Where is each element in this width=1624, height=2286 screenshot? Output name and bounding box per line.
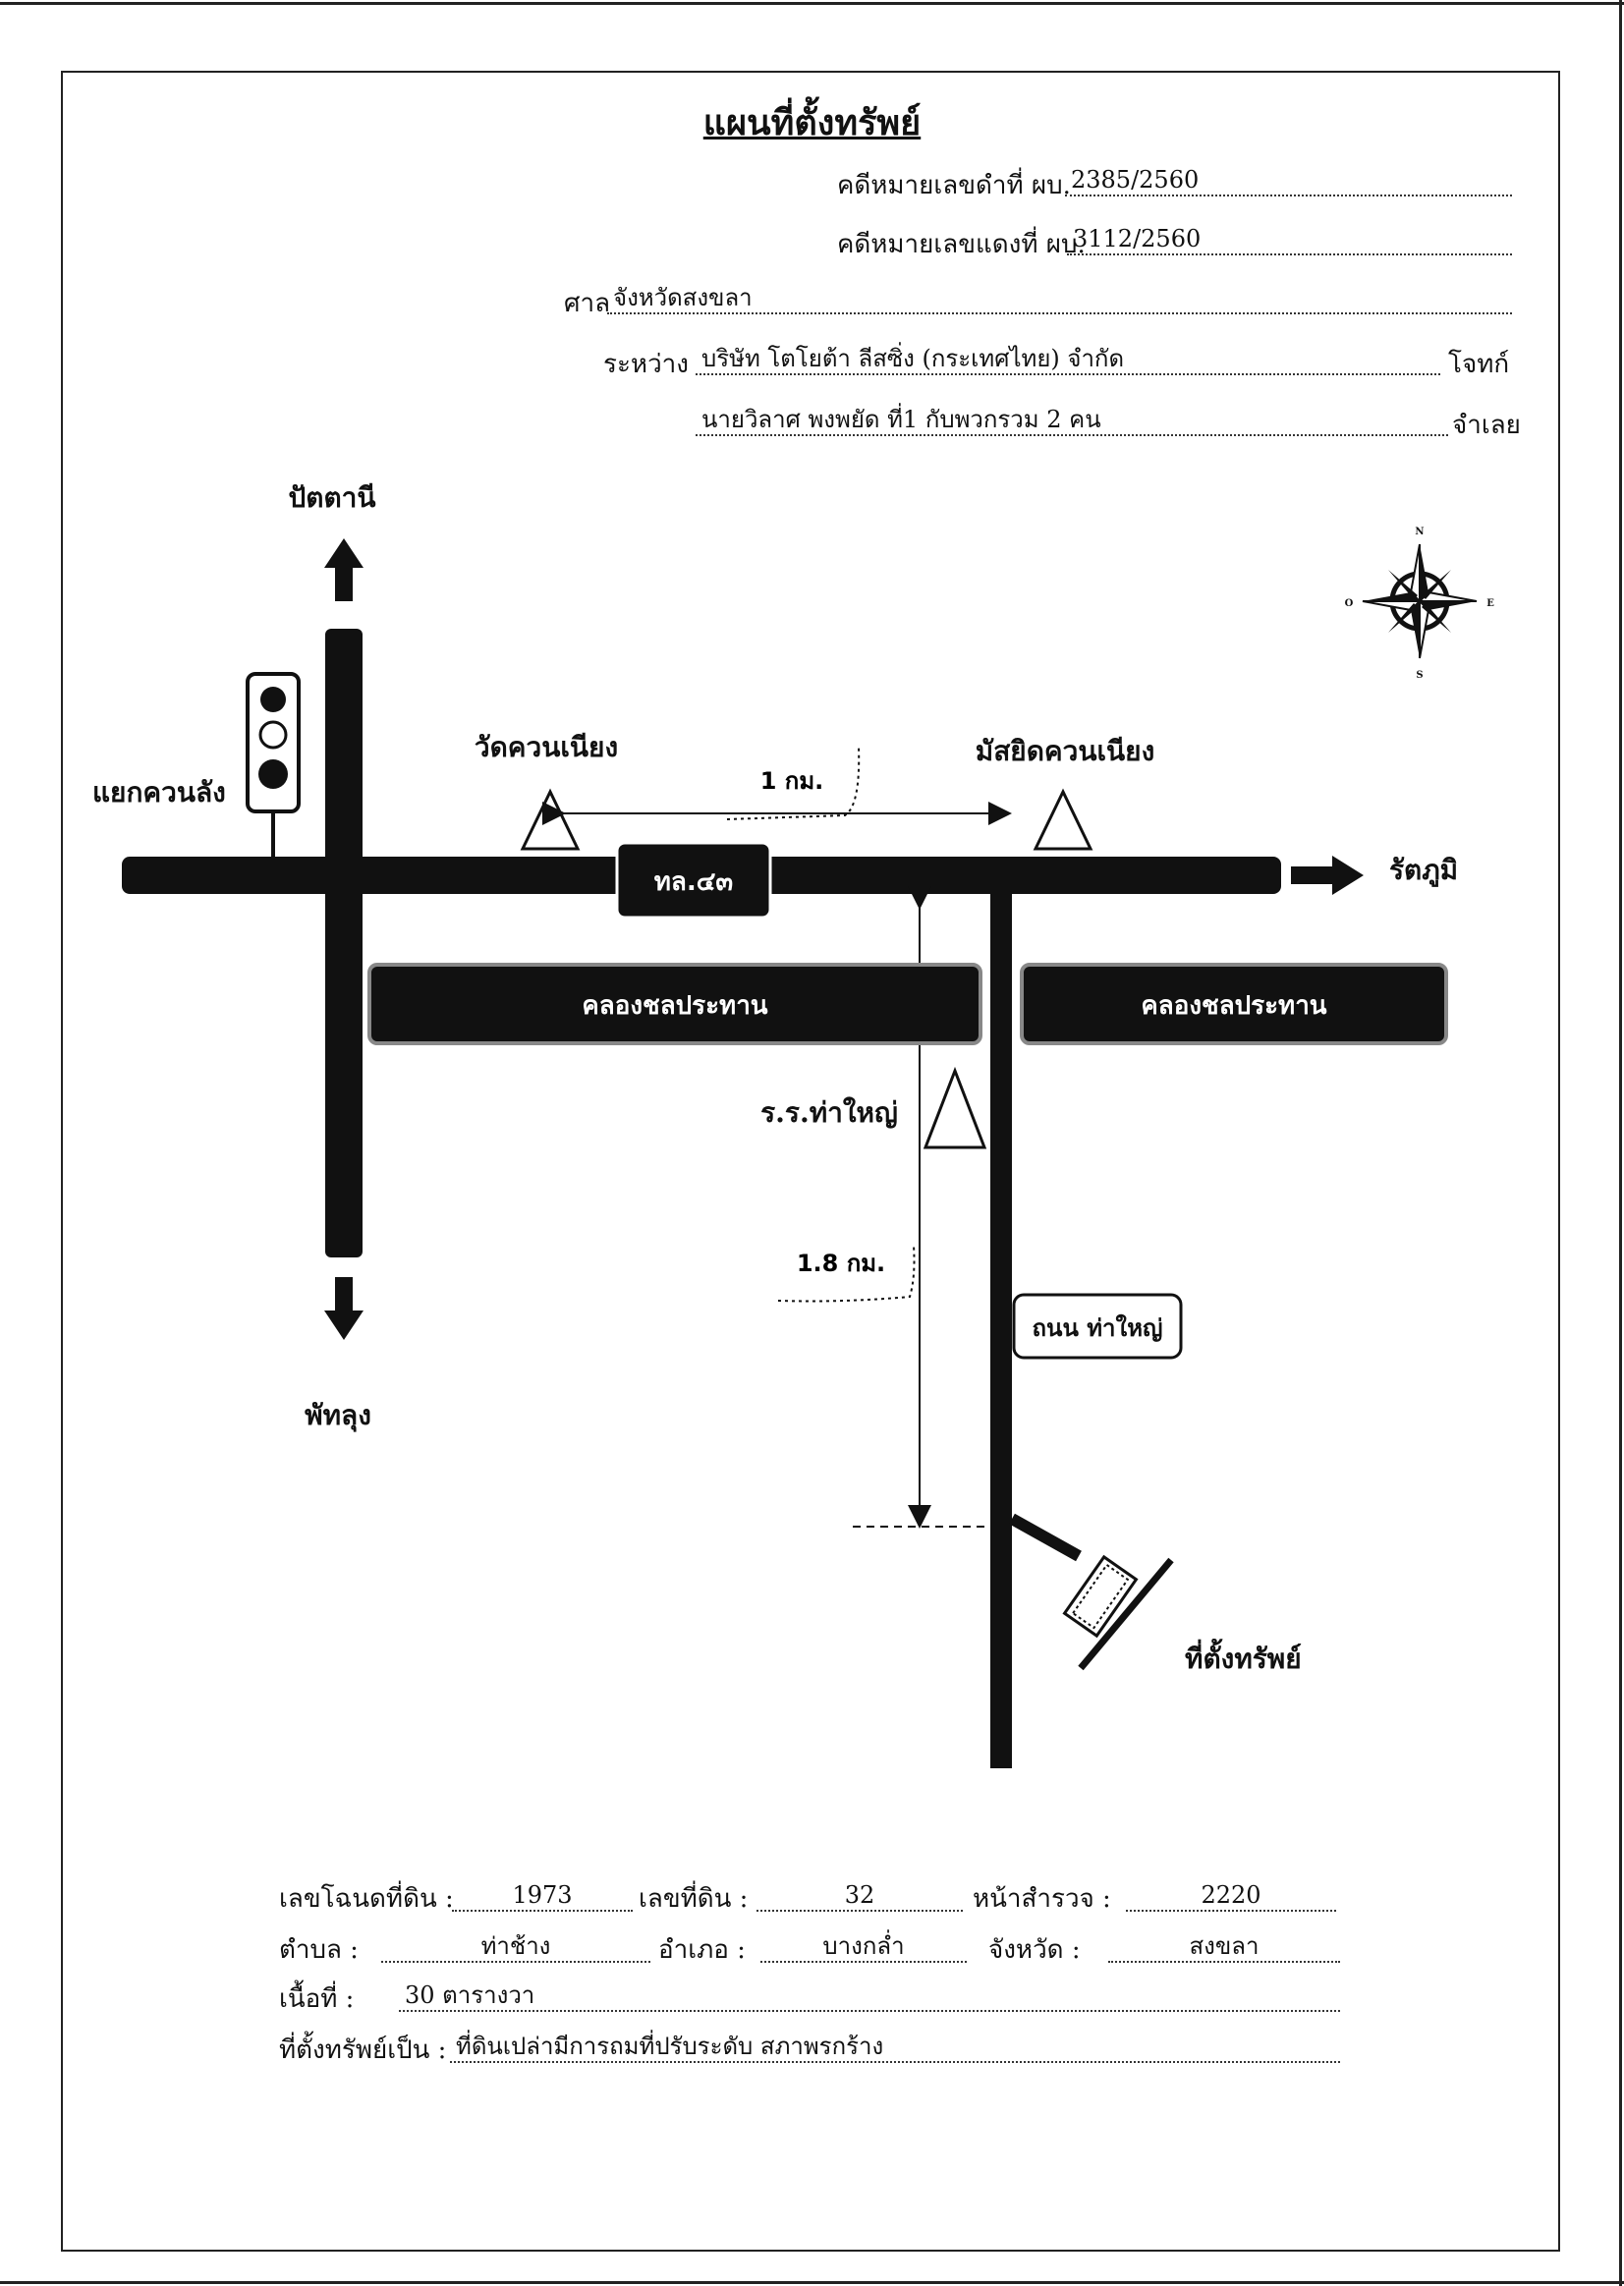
document-frame <box>61 71 1560 2252</box>
compass-north-label: N <box>1415 527 1424 537</box>
subdistrict: ท่าช้าง <box>381 1929 650 1963</box>
traffic-light-icon <box>246 672 301 857</box>
distance-callout-1km <box>726 746 861 820</box>
defendant-name: นายวิลาศ พงพยัด ที่1 กับพวกรวม 2 คน <box>696 403 1448 436</box>
canal-left-label: คลองชลประทาน <box>582 991 767 1021</box>
court-name: จังหวัดสงขลา <box>607 281 1512 314</box>
south-destination-label: พัทลุง <box>305 1399 371 1432</box>
mosque-label: มัสยิดควนเนียง <box>976 735 1155 767</box>
survey-number-label: หน้าสำรวจ : <box>973 1884 1111 1914</box>
canal-left <box>367 963 982 1045</box>
canal-right <box>1020 963 1448 1045</box>
distance-label-1km: 1 กม. <box>760 767 824 795</box>
distance-label-1-8km: 1.8 กม. <box>797 1250 885 1277</box>
land-number: 32 <box>756 1878 963 1912</box>
compass-south-label: S <box>1416 670 1423 681</box>
mosque-marker-icon <box>1033 788 1093 851</box>
area-label: เนื้อที่ : <box>279 1984 355 2014</box>
north-south-road <box>325 629 363 1257</box>
page-border-bottom <box>0 2281 1624 2284</box>
court-label: ศาล <box>564 289 611 318</box>
red-case-label: คดีหมายเลขแดงที่ ผบ. <box>837 230 1086 259</box>
deed-number: 1973 <box>452 1878 633 1912</box>
north-destination-label: ปัตตานี <box>288 481 375 514</box>
land-number-label: เลขที่ดิน : <box>639 1884 749 1914</box>
property-plot <box>1062 1554 1139 1639</box>
province: สงขลา <box>1108 1929 1340 1963</box>
temple-marker-icon <box>520 788 581 851</box>
plaintiff-name: บริษัท โตโยต้า ลีสซิ่ง (กระเทศไทย) จำกัด <box>696 342 1440 375</box>
plaintiff-role: โจทก์ <box>1448 350 1510 379</box>
district: บางกล่ำ <box>760 1929 967 1963</box>
road-arrow-south <box>324 1277 364 1340</box>
east-destination-label: รัตภูมิ <box>1389 854 1458 887</box>
school-label: ร.ร.ท่าใหญ่ <box>760 1096 898 1129</box>
page-border-top <box>0 2 1624 5</box>
tha-yai-road <box>990 874 1012 1768</box>
junction-label: แยกควนลัง <box>92 776 226 808</box>
property-side-road <box>1078 1557 1174 1671</box>
defendant-role: จำเลย <box>1452 411 1521 440</box>
highway-sign <box>615 841 772 920</box>
road-arrow-east <box>1291 856 1364 895</box>
between-label: ระหว่าง <box>603 350 689 379</box>
survey-number: 2220 <box>1126 1878 1336 1912</box>
district-label: อำเภอ : <box>658 1935 746 1965</box>
highway-sign-label: ทล.๔๓ <box>654 867 733 897</box>
road-arrow-north <box>324 538 364 601</box>
school-marker-icon <box>923 1066 987 1149</box>
property-type: ที่ดินเปล่ามีการถมที่ปรับระดับ สภาพรกร้า… <box>450 2030 1340 2063</box>
property-label: ที่ตั้งทรัพย์ <box>1185 1638 1302 1675</box>
area: 30 ตารางวา <box>399 1979 1340 2012</box>
road-name-label: ถนน ท่าใหญ่ <box>1033 1313 1163 1342</box>
province-label: จังหวัด : <box>988 1935 1081 1965</box>
deed-number-label: เลขโฉนดที่ดิน : <box>279 1884 454 1914</box>
property-access-road <box>1009 1513 1082 1562</box>
property-type-label: ที่ตั้งทรัพย์เป็น : <box>279 2035 447 2065</box>
temple-label: วัดควนเนียง <box>475 731 618 763</box>
compass-west-label: O <box>1345 598 1354 609</box>
red-case-number: 3112/2560 <box>1067 222 1512 255</box>
road-name-box <box>1012 1293 1183 1360</box>
compass-east-label: E <box>1486 598 1494 609</box>
subdistrict-label: ตำบล : <box>279 1935 359 1965</box>
page-title: แผนที่ตั้งทรัพย์ <box>702 102 922 143</box>
black-case-number: 2385/2560 <box>1065 163 1512 196</box>
black-case-label: คดีหมายเลขดำที่ ผบ. <box>837 171 1071 200</box>
compass-rose-icon <box>1362 543 1478 659</box>
page-border-right <box>1619 0 1622 2286</box>
canal-right-label: คลองชลประทาน <box>1141 991 1326 1021</box>
